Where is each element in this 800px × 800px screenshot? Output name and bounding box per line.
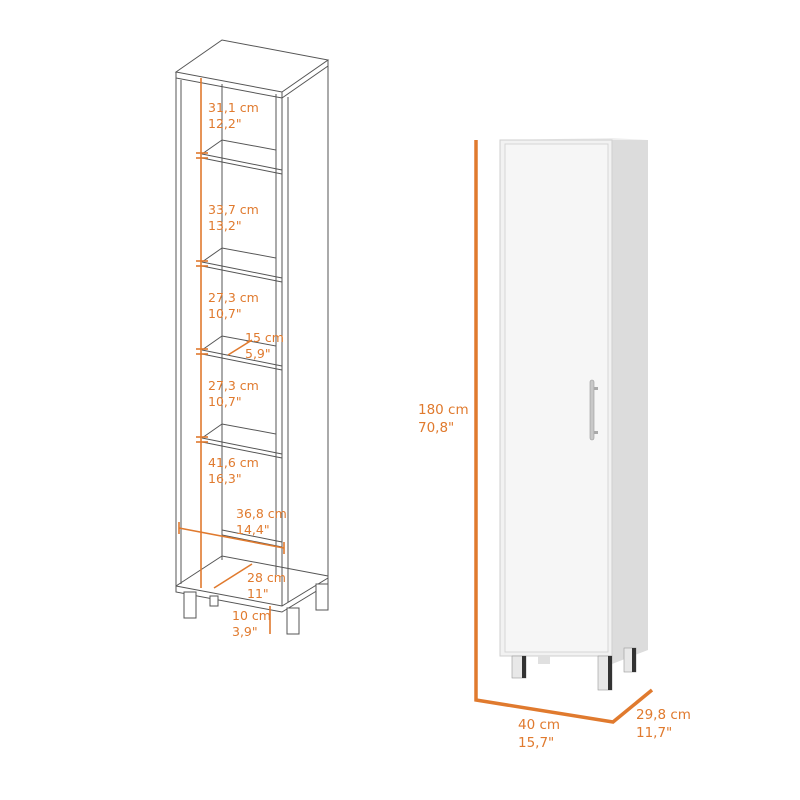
inner-width-label: 36,8 cm 14,4" xyxy=(236,506,287,538)
leg-height-cm: 10 cm xyxy=(232,608,271,623)
total-depth-cm: 29,8 cm xyxy=(636,707,691,723)
shelf-3-height-cm: 27,3 cm xyxy=(208,290,259,305)
total-depth-in: 11,7" xyxy=(636,725,673,741)
inner-depth-label: 28 cm 11" xyxy=(247,570,286,602)
shelf-5-height-in: 16,3" xyxy=(208,471,242,486)
total-height-cm: 180 cm xyxy=(418,402,469,418)
shelf-1-height-label: 31,1 cm 12,2" xyxy=(208,100,259,132)
total-height-label: 180 cm 70,8" xyxy=(418,401,469,437)
shelf-1-height-in: 12,2" xyxy=(208,116,242,131)
total-width-in: 15,7" xyxy=(518,735,555,751)
shelf-5-height-cm: 41,6 cm xyxy=(208,455,259,470)
leg-height-label: 10 cm 3,9" xyxy=(232,608,271,640)
inner-depth-in: 11" xyxy=(247,586,269,601)
door-handle-icon xyxy=(589,379,598,441)
shelf-2-height-label: 33,7 cm 13,2" xyxy=(208,202,259,234)
shelf-1-height-cm: 31,1 cm xyxy=(208,100,259,115)
total-width-label: 40 cm 15,7" xyxy=(518,716,560,752)
total-depth-label: 29,8 cm 11,7" xyxy=(636,706,691,742)
shelf-3-height-in: 10,7" xyxy=(208,306,242,321)
leg-height-in: 3,9" xyxy=(232,624,258,639)
inner-width-in: 14,4" xyxy=(236,522,270,537)
shelf-5-height-label: 41,6 cm 16,3" xyxy=(208,455,259,487)
shelf-2-height-in: 13,2" xyxy=(208,218,242,233)
inner-width-cm: 36,8 cm xyxy=(236,506,287,521)
total-height-in: 70,8" xyxy=(418,420,455,436)
shelf-depth-in: 5,9" xyxy=(245,346,271,361)
inner-depth-cm: 28 cm xyxy=(247,570,286,585)
shelf-4-height-in: 10,7" xyxy=(208,394,242,409)
shelf-4-height-cm: 27,3 cm xyxy=(208,378,259,393)
shelf-3-height-label: 27,3 cm 10,7" xyxy=(208,290,259,322)
shelf-depth-cm: 15 cm xyxy=(245,330,284,345)
shelf-2-height-cm: 33,7 cm xyxy=(208,202,259,217)
total-width-cm: 40 cm xyxy=(518,717,561,733)
shelf-depth-label: 15 cm 5,9" xyxy=(245,330,284,362)
shelf-4-height-label: 27,3 cm 10,7" xyxy=(208,378,259,410)
